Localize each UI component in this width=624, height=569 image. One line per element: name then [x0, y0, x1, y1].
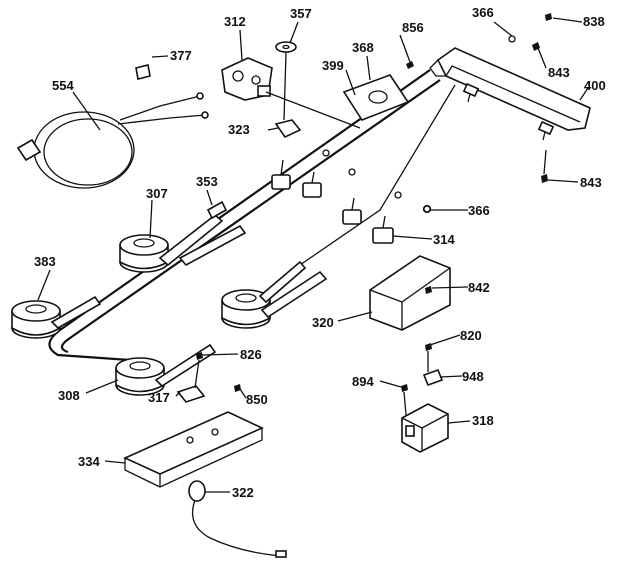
label-317: 317: [148, 390, 170, 405]
label-838: 838: [583, 14, 605, 29]
label-366-mid: 366: [468, 203, 490, 218]
label-826: 826: [240, 347, 262, 362]
label-318: 318: [472, 413, 494, 428]
screw-820: [425, 343, 432, 372]
label-314: 314: [433, 232, 455, 247]
screw-843-bottom: [541, 149, 548, 183]
label-399: 399: [322, 58, 344, 73]
screw-894: [401, 384, 408, 416]
valve-314: [372, 205, 431, 244]
label-320: 320: [312, 315, 334, 330]
burner-tube-353: [178, 224, 247, 267]
label-554: 554: [52, 78, 74, 93]
label-850: 850: [246, 392, 268, 407]
label-843-top: 843: [548, 65, 570, 80]
label-377: 377: [170, 48, 192, 63]
label-400: 400: [584, 78, 606, 93]
label-843-bottom: 843: [580, 175, 602, 190]
oring-366-mid: [422, 204, 432, 214]
screw-850: [234, 384, 241, 392]
clip-948: [422, 368, 444, 387]
gasket-368-399: [342, 74, 410, 121]
label-323: 323: [228, 122, 250, 137]
label-856: 856: [402, 20, 424, 35]
screw-838: [545, 13, 552, 21]
bracket-317: [176, 385, 206, 403]
burner-mid: [221, 260, 328, 329]
ignition-harness-554: [16, 92, 209, 189]
label-948: 948: [462, 369, 484, 384]
igniter-322: [188, 480, 287, 558]
label-357: 357: [290, 6, 312, 21]
label-368: 368: [352, 40, 374, 55]
clip-377: [135, 64, 151, 80]
label-383: 383: [34, 254, 56, 269]
label-312: 312: [224, 14, 246, 29]
burner-307: [119, 200, 228, 273]
burner-308: [115, 343, 217, 396]
label-308: 308: [58, 388, 80, 403]
valve-2: [302, 168, 356, 198]
label-842: 842: [468, 280, 490, 295]
burner-bracket-334: [123, 411, 264, 488]
leader-lines: [37, 17, 589, 493]
screw-826: [194, 352, 203, 389]
valve-1: [271, 149, 330, 190]
label-334: 334: [78, 454, 100, 469]
spark-module-318: [401, 403, 449, 453]
label-353: 353: [196, 174, 218, 189]
regulator-312: [221, 57, 361, 129]
heat-shield-320: [369, 255, 451, 331]
burner-383: [11, 295, 102, 339]
oring-366-top: [508, 35, 516, 43]
washer-357: [275, 41, 297, 121]
valve-3: [342, 191, 402, 225]
label-322: 322: [232, 485, 254, 500]
screw-856: [406, 61, 414, 69]
manifold-bracket-400: [429, 47, 591, 141]
label-307: 307: [146, 186, 168, 201]
label-894: 894: [352, 374, 374, 389]
screw-842: [425, 286, 432, 294]
label-366-top: 366: [472, 5, 494, 20]
orifice-323: [274, 119, 302, 139]
label-820: 820: [460, 328, 482, 343]
